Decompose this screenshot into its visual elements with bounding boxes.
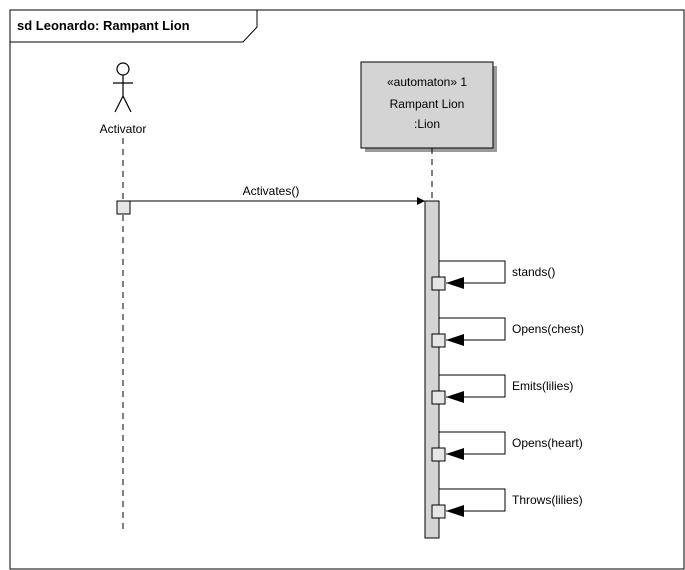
self-message-opens-heart[interactable]: Opens(heart) — [431, 431, 583, 462]
self-message-line — [439, 431, 506, 455]
self-message-throws-lilies[interactable]: Throws(lilies) — [431, 488, 583, 519]
self-message-label: Emits(lilies) — [512, 379, 573, 393]
self-message-emits-lilies[interactable]: Emits(lilies) — [431, 374, 573, 405]
lifeline-name-line2: :Lion — [414, 117, 440, 131]
interaction-frame: sd Leonardo: Rampant Lion — [9, 9, 685, 570]
frame-title-tab — [9, 9, 258, 43]
self-message-label: Throws(lilies) — [512, 493, 583, 507]
self-message-label: Opens(heart) — [512, 436, 583, 450]
arrowhead-icon — [446, 448, 464, 460]
frame-title: sd Leonardo: Rampant Lion — [17, 18, 190, 33]
lifeline-rampant-lion[interactable]: «automaton» 1 Rampant Lion :Lion — [360, 61, 497, 152]
self-message-opens-chest[interactable]: Opens(chest) — [431, 317, 584, 348]
lifeline-stereotype: «automaton» 1 — [387, 75, 467, 89]
self-message-execution-box[interactable] — [431, 333, 446, 348]
self-message-execution-box[interactable] — [431, 390, 446, 405]
self-message-stands[interactable]: stands() — [431, 260, 555, 291]
self-message-line — [439, 488, 506, 512]
self-message-execution-box[interactable] — [431, 276, 446, 291]
self-message-line — [439, 317, 506, 341]
self-message-label: stands() — [512, 265, 555, 279]
lion-activation-bar[interactable] — [424, 200, 440, 539]
arrowhead-icon — [446, 391, 464, 403]
arrowhead-icon — [446, 505, 464, 517]
message-activates-label: Activates() — [243, 184, 300, 198]
self-message-execution-box[interactable] — [431, 447, 446, 462]
self-messages: stands() Opens(chest) Emits(lilies) Opens(h… — [431, 260, 584, 519]
self-message-execution-box[interactable] — [431, 504, 446, 519]
actor-icon — [113, 62, 133, 113]
self-message-label: Opens(chest) — [512, 322, 584, 336]
self-message-line — [439, 374, 506, 398]
actor-execution-box[interactable] — [116, 200, 131, 215]
self-message-line — [439, 260, 506, 284]
message-activates[interactable]: Activates() — [130, 184, 425, 205]
actor-activator[interactable]: Activator — [100, 62, 147, 136]
arrowhead-icon — [446, 334, 464, 346]
lifeline-box — [360, 61, 494, 149]
lifeline-name-line1: Rampant Lion — [390, 97, 465, 111]
actor-name: Activator — [100, 122, 147, 136]
arrowhead-icon — [446, 277, 464, 289]
